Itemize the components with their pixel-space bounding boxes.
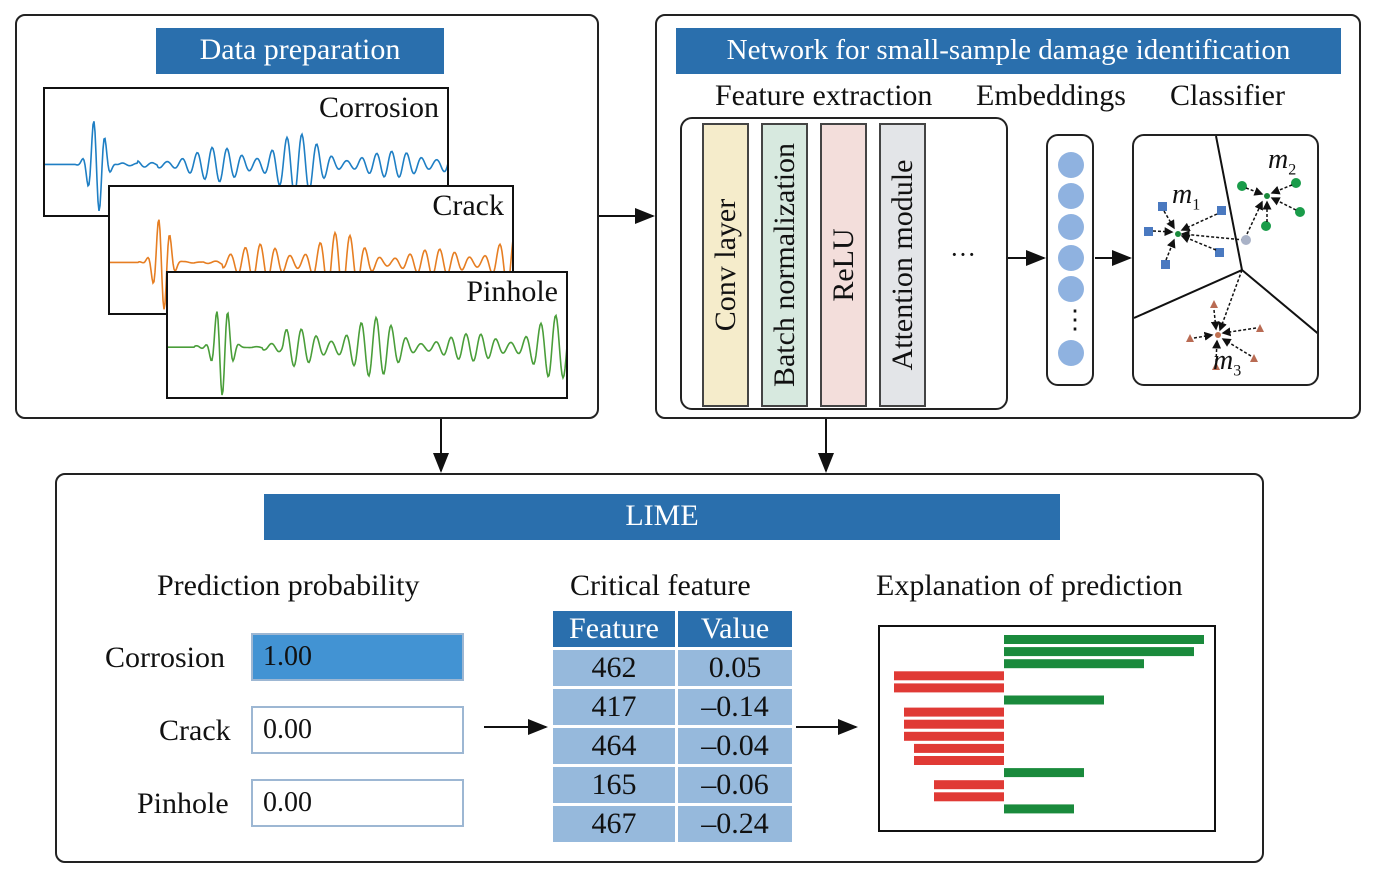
explanation-bar xyxy=(904,719,1004,729)
batch-normalization-layer: Batch normalization xyxy=(761,123,808,407)
pinhole-signal: Pinhole xyxy=(166,271,568,399)
explanation-bar xyxy=(934,792,1004,802)
explanation-heading: Explanation of prediction xyxy=(876,569,1183,602)
prediction-probability-heading: Prediction probability xyxy=(157,569,420,602)
crack-label: Crack xyxy=(432,189,504,222)
critical-feature-table: Feature Value 462 0.05 417 –0.14 464 –0.… xyxy=(550,608,795,845)
explanation-chart xyxy=(878,625,1216,832)
embedding-node xyxy=(1058,276,1084,302)
classifier-diagram xyxy=(1134,136,1317,370)
table-row: 417 –0.14 xyxy=(550,686,795,728)
layers-ellipsis: ··· xyxy=(950,240,976,269)
corrosion-prob-box: 1.00 xyxy=(251,633,464,681)
explanation-bar xyxy=(1004,659,1144,669)
embedding-node xyxy=(1058,183,1084,209)
embeddings-label: Embeddings xyxy=(976,79,1126,112)
explanation-bar xyxy=(904,707,1004,717)
embedding-node xyxy=(1058,245,1084,271)
prototype-m3: m3 xyxy=(1213,345,1242,380)
explanation-bar xyxy=(934,780,1004,790)
pinhole-waveform xyxy=(168,311,566,396)
embeddings-column xyxy=(1046,134,1094,386)
crack-prob-label: Crack xyxy=(159,714,231,747)
table-row: 464 –0.04 xyxy=(550,725,795,767)
explanation-bar xyxy=(894,683,1004,693)
waveform-trace xyxy=(168,311,566,396)
pinhole-prob-box: 0.00 xyxy=(251,779,464,827)
value-column-header: Value xyxy=(675,608,795,650)
explanation-bar xyxy=(914,756,1004,765)
feature-extractor-block xyxy=(680,117,1008,410)
lime-title: LIME xyxy=(264,494,1060,540)
explanation-bar xyxy=(1004,695,1104,705)
table-row: 462 0.05 xyxy=(550,647,795,689)
waveform-trace xyxy=(45,121,447,212)
explanation-bar xyxy=(904,731,1004,741)
corrosion-prob-label: Corrosion xyxy=(105,641,225,674)
classifier-box xyxy=(1132,134,1319,386)
explanation-bar xyxy=(1004,635,1204,644)
explanation-bar xyxy=(1004,804,1074,814)
classifier-label: Classifier xyxy=(1170,79,1285,112)
crack-prob-box: 0.00 xyxy=(251,706,464,754)
pinhole-label: Pinhole xyxy=(466,275,558,308)
table-row: 165 –0.06 xyxy=(550,764,795,806)
attention-module-layer: Attention module xyxy=(879,123,926,407)
embedding-ellipsis: ⋮ xyxy=(1062,305,1088,334)
prototype-m1: m1 xyxy=(1172,179,1201,214)
conv-layer: Conv layer xyxy=(702,123,749,407)
explanation-bar xyxy=(1004,768,1084,778)
critical-feature-heading: Critical feature xyxy=(570,569,751,602)
feature-column-header: Feature xyxy=(550,608,678,650)
prototype-m2: m2 xyxy=(1268,144,1297,179)
data-preparation-title: Data preparation xyxy=(156,28,444,74)
embedding-node xyxy=(1058,152,1084,178)
feature-extraction-label: Feature extraction xyxy=(715,79,933,112)
table-row: 467 –0.24 xyxy=(550,803,795,845)
relu-layer: ReLU xyxy=(820,123,867,407)
explanation-bars xyxy=(894,635,1204,814)
corrosion-label: Corrosion xyxy=(319,91,439,124)
embedding-node xyxy=(1058,340,1084,366)
corrosion-waveform xyxy=(45,121,447,212)
explanation-bar xyxy=(1004,647,1194,657)
pinhole-prob-label: Pinhole xyxy=(137,787,229,820)
embedding-node xyxy=(1058,214,1084,240)
network-title: Network for small-sample damage identifi… xyxy=(676,28,1341,74)
explanation-bar xyxy=(914,743,1004,753)
explanation-bar xyxy=(894,671,1004,681)
